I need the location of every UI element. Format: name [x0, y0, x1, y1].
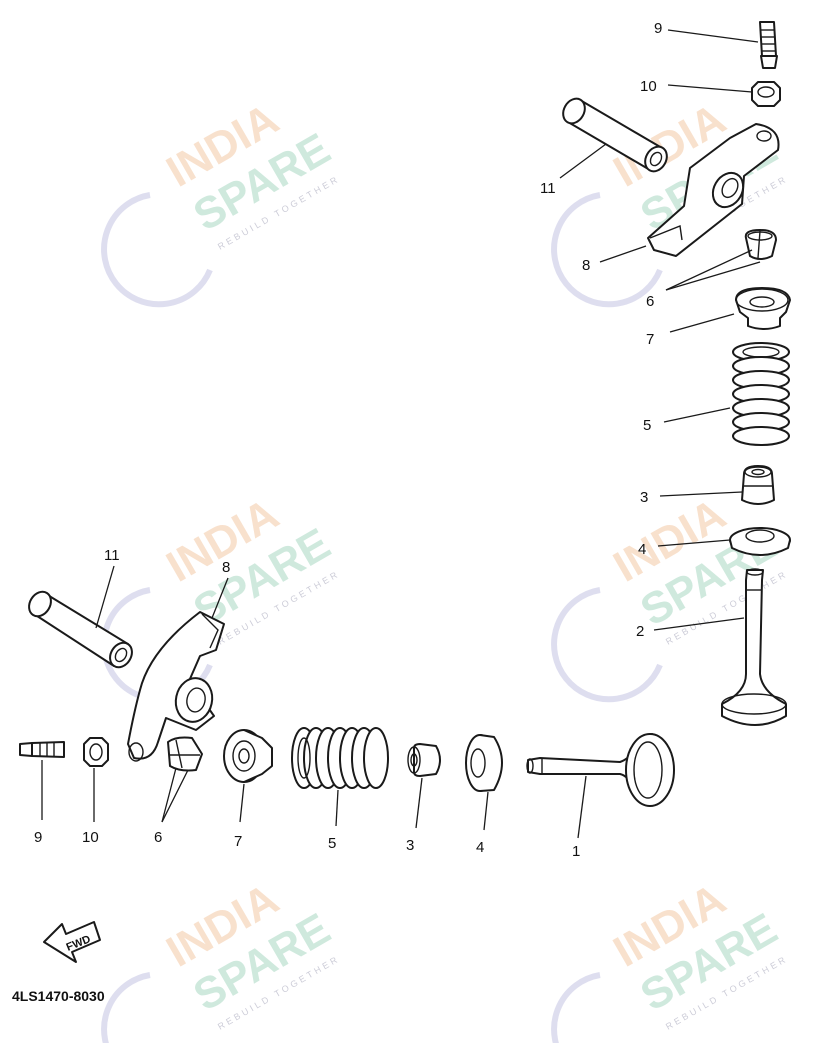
- part-spring-seat-upper: [729, 527, 791, 556]
- part-adjusting-screw-lower: [19, 741, 65, 758]
- watermark-bottom-right: INDIA SPARE REBUILD TOGETHER: [551, 874, 790, 1043]
- leader-line: [659, 491, 743, 497]
- leader-line: [211, 577, 229, 619]
- part-valve-spring-upper: [732, 342, 790, 446]
- wrench-logo-icon: [101, 972, 151, 1043]
- part-adjusting-screw-upper: [759, 21, 778, 69]
- leader-line: [415, 777, 423, 829]
- diagram-code: 4LS1470-8030: [12, 988, 105, 1004]
- callout-4: 4: [476, 839, 484, 856]
- callout-4: 4: [638, 541, 646, 558]
- callout-10: 10: [82, 829, 99, 846]
- watermark-top-left: INDIA SPARE REBUILD TOGETHER: [101, 94, 342, 308]
- leader-line: [667, 29, 759, 43]
- part-locknut-upper: [751, 81, 781, 107]
- part-spring-retainer-lower: [223, 729, 273, 783]
- wrench-logo-icon: [551, 587, 663, 703]
- callout-5: 5: [328, 835, 336, 852]
- part-valve-spring-lower: [291, 727, 389, 789]
- forward-arrow-icon: FWD: [43, 921, 101, 963]
- callout-2: 2: [636, 623, 644, 640]
- leader-line: [239, 783, 245, 823]
- part-valve-cotter-lower: [167, 736, 203, 772]
- part-stem-seal-lower: [407, 743, 441, 777]
- part-stem-seal-upper: [741, 465, 775, 505]
- leader-line: [669, 313, 735, 333]
- callout-7: 7: [234, 833, 242, 850]
- part-spring-seat-lower: [465, 734, 503, 792]
- leader-line: [653, 617, 745, 631]
- leader-line: [161, 767, 177, 823]
- leader-line: [95, 565, 115, 629]
- part-locknut-lower: [83, 737, 109, 767]
- callout-9: 9: [654, 20, 662, 37]
- watermark-mid-left: INDIA SPARE REBUILD TOGETHER: [101, 489, 342, 703]
- callout-5: 5: [643, 417, 651, 434]
- wrench-logo-icon: [551, 972, 601, 1043]
- wrench-logo-icon: [551, 192, 663, 308]
- leader-line: [577, 775, 587, 839]
- callout-3: 3: [406, 837, 414, 854]
- leader-line: [657, 539, 731, 547]
- callout-7: 7: [646, 331, 654, 348]
- leader-line: [599, 245, 647, 263]
- leader-line: [161, 769, 189, 823]
- callout-6: 6: [154, 829, 162, 846]
- watermark-bottom-left: INDIA SPARE REBUILD TOGETHER: [101, 874, 342, 1043]
- leader-line: [665, 261, 761, 291]
- part-rocker-arm-lower: [127, 611, 225, 762]
- leader-line: [663, 407, 731, 423]
- leader-line: [335, 789, 339, 827]
- leader-line: [665, 249, 753, 291]
- callout-1: 1: [572, 843, 580, 860]
- part-spring-retainer-upper: [735, 287, 791, 330]
- callout-9: 9: [34, 829, 42, 846]
- leader-line: [667, 84, 753, 93]
- part-rocker-arm-upper: [647, 123, 780, 257]
- callout-10: 10: [640, 78, 657, 95]
- wrench-logo-icon: [101, 192, 213, 308]
- callout-3: 3: [640, 489, 648, 506]
- part-valve-upper: [721, 568, 787, 726]
- part-valve-lower: [526, 733, 675, 807]
- part-valve-cotter-upper: [744, 229, 777, 260]
- part-rocker-shaft-lower: [28, 590, 133, 669]
- callout-11: 11: [104, 547, 120, 564]
- callout-8: 8: [222, 559, 230, 576]
- leader-line: [559, 143, 607, 179]
- callout-11: 11: [540, 180, 556, 197]
- leader-line: [483, 791, 489, 831]
- part-rocker-shaft-upper: [562, 97, 668, 173]
- callout-6: 6: [646, 293, 654, 310]
- callout-8: 8: [582, 257, 590, 274]
